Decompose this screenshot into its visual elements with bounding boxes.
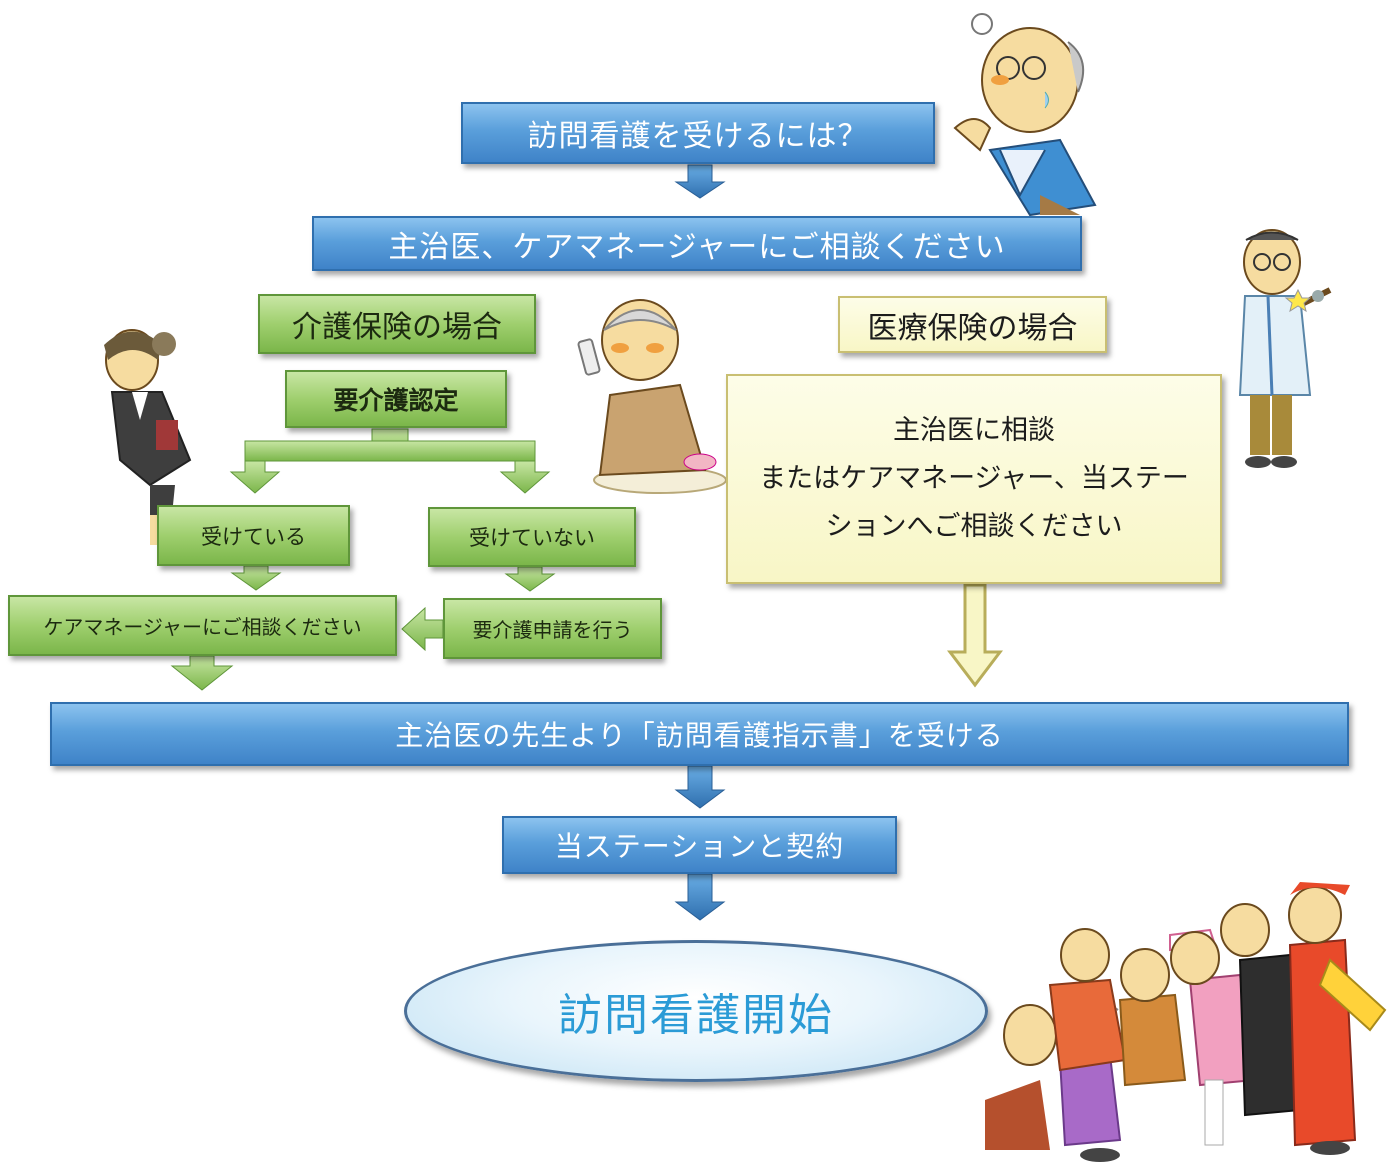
final-start-visit-nursing-label: 訪問看護開始 bbox=[558, 990, 834, 1041]
arrow-down-receiving bbox=[230, 565, 282, 591]
iryo-header-label: 医療保険の場合 bbox=[867, 310, 1078, 346]
arrow-down-1 bbox=[674, 164, 726, 199]
arrow-down-3 bbox=[674, 873, 726, 921]
step-how-to-receive-label: 訪問看護を受けるには？ bbox=[527, 119, 869, 154]
iryo-line-2: またはケアマネージャー、当ステー bbox=[759, 463, 1189, 494]
doctor-illustration bbox=[1238, 229, 1332, 468]
elderly-man-thinking-illustration bbox=[953, 13, 1097, 217]
arrow-down-consult bbox=[170, 655, 234, 691]
step-contract: 当ステーションと契約 bbox=[502, 816, 897, 874]
iryo-header: 医療保険の場合 bbox=[838, 296, 1107, 353]
kaigo-apply-label: 要介護申請を行う bbox=[472, 618, 633, 642]
kaigo-consult-cm: ケアマネージャーにご相談ください bbox=[8, 595, 397, 656]
iryo-consult-box: 主治医に相談 またはケアマネージャー、当ステー ションへご相談ください bbox=[726, 374, 1222, 584]
elderly-woman-phone-illustration bbox=[577, 299, 727, 494]
arrow-left-apply bbox=[401, 606, 444, 652]
woman-in-suit-illustration bbox=[104, 329, 192, 545]
iryo-line-1: 主治医に相談 bbox=[893, 415, 1055, 446]
group-of-people-illustration bbox=[985, 882, 1387, 1162]
step-instruction-document-label: 主治医の先生より「訪問看護指示書」を受ける bbox=[395, 719, 1004, 752]
kaigo-certification-label: 要介護認定 bbox=[333, 386, 459, 415]
step-instruction-document: 主治医の先生より「訪問看護指示書」を受ける bbox=[50, 702, 1349, 766]
step-consult-doctor-cm: 主治医、ケアマネージャーにご相談ください bbox=[312, 216, 1082, 271]
kaigo-certification: 要介護認定 bbox=[285, 370, 507, 428]
step-consult-doctor-cm-label: 主治医、ケアマネージャーにご相談ください bbox=[388, 229, 1006, 265]
kaigo-receiving-label: 受けている bbox=[201, 524, 306, 549]
arrow-down-2 bbox=[674, 765, 726, 809]
kaigo-receiving: 受けている bbox=[157, 505, 350, 566]
iryo-line-3: ションへご相談ください bbox=[825, 511, 1123, 542]
arrow-down-not-receiving bbox=[504, 566, 556, 592]
kaigo-header: 介護保険の場合 bbox=[258, 294, 536, 354]
arrow-down-iryo bbox=[946, 583, 1004, 688]
kaigo-not-receiving: 受けていない bbox=[428, 507, 636, 567]
kaigo-apply: 要介護申請を行う bbox=[443, 598, 662, 659]
kaigo-consult-cm-label: ケアマネージャーにご相談ください bbox=[43, 615, 362, 639]
final-start-visit-nursing: 訪問看護開始 bbox=[404, 940, 988, 1082]
step-how-to-receive: 訪問看護を受けるには？ bbox=[461, 102, 935, 164]
kaigo-header-label: 介護保険の場合 bbox=[292, 310, 502, 345]
kaigo-not-receiving-label: 受けていない bbox=[469, 526, 595, 550]
step-contract-label: 当ステーションと契約 bbox=[554, 830, 845, 863]
arrow-split bbox=[229, 428, 551, 494]
